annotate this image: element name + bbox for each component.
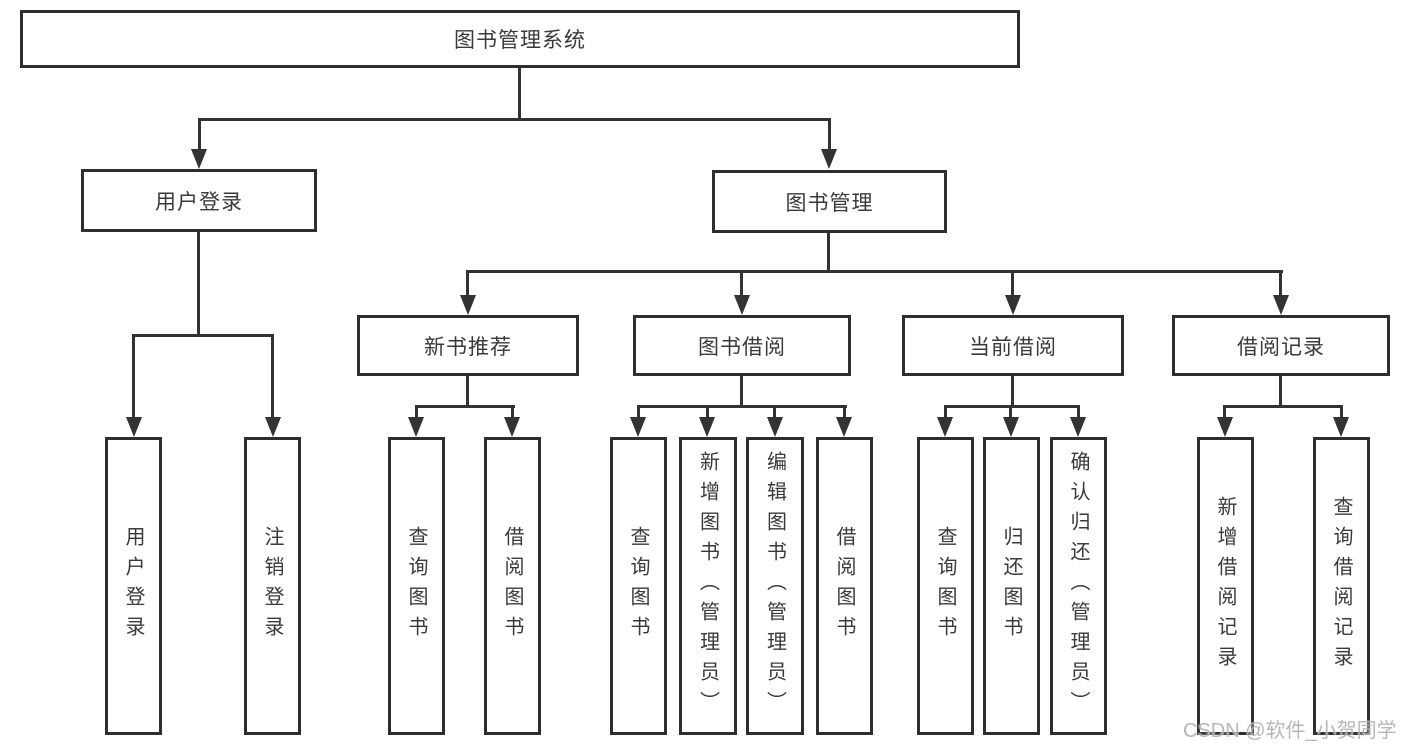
arrow-down-icon [1003, 417, 1019, 437]
connector-drop [1077, 405, 1080, 419]
leaf-query-books-borrowing: 查询图书 [610, 437, 667, 735]
connector-drop-leaf-logout [271, 334, 274, 419]
connector-drop-book-borrowing [740, 270, 743, 297]
leaf-query-books-current: 查询图书 [917, 437, 974, 735]
connector-new-book-stem [466, 376, 469, 407]
leaf-label: 借阅图书 [501, 526, 523, 646]
connector-drop-book-management [828, 118, 831, 154]
leaf-query-books-recommend: 查询图书 [388, 437, 445, 735]
leaf-label: 查询借阅记录 [1330, 496, 1352, 676]
arrow-down-icon [191, 149, 207, 169]
connector-current-borrowing-stem [1011, 376, 1014, 407]
arrow-down-icon [1273, 295, 1289, 315]
arrow-down-icon [126, 417, 142, 437]
watermark-text: CSDN @软件_小贺同学 [1183, 720, 1397, 742]
arrow-down-icon [460, 295, 476, 315]
connector-drop [1340, 405, 1343, 419]
leaf-logout: 注销登录 [244, 437, 301, 735]
arrow-down-icon [767, 417, 783, 437]
connector-drop [637, 405, 640, 419]
connector-drop [843, 405, 846, 419]
arrow-down-icon [504, 417, 520, 437]
connector-drop-leaf-user-login [132, 334, 135, 419]
arrow-down-icon [836, 417, 852, 437]
node-current-borrowing: 当前借阅 [902, 315, 1124, 376]
leaf-add-borrow-record: 新增借阅记录 [1197, 437, 1254, 735]
arrow-down-icon [630, 417, 646, 437]
connector-current-borrowing-bar [944, 405, 1080, 408]
connector-borrowing-records-stem [1279, 376, 1282, 407]
leaf-label: 新增借阅记录 [1214, 496, 1236, 676]
leaf-label: 查询图书 [405, 526, 427, 646]
node-book-management: 图书管理 [712, 170, 947, 233]
arrow-down-icon [937, 417, 953, 437]
arrow-down-icon [408, 417, 424, 437]
leaf-label: 借阅图书 [833, 526, 855, 646]
connector-drop-borrowing-records [1279, 270, 1282, 297]
connector-drop [944, 405, 947, 419]
leaf-label: 用户登录 [122, 526, 144, 646]
connector-book-borrowing-bar [637, 405, 847, 408]
connector-new-book-bar [415, 405, 515, 408]
connector-root-bar [198, 118, 831, 121]
connector-drop [1223, 405, 1226, 419]
node-library-management-system: 图书管理系统 [20, 10, 1020, 68]
leaf-query-borrow-record: 查询借阅记录 [1313, 437, 1370, 735]
node-user-login: 用户登录 [81, 169, 317, 232]
leaf-label: 查询图书 [627, 526, 649, 646]
connector-book-management-stem [827, 233, 830, 272]
connector-root-stem [518, 68, 521, 120]
node-book-borrowing: 图书借阅 [633, 315, 851, 376]
leaf-label: 归还图书 [1000, 526, 1022, 646]
connector-drop [1009, 405, 1012, 419]
connector-book-management-bar [466, 270, 1283, 273]
arrow-down-icon [699, 417, 715, 437]
leaf-borrow-books-borrowing: 借阅图书 [816, 437, 873, 735]
node-new-book-recommendation: 新书推荐 [357, 315, 579, 376]
connector-drop [706, 405, 709, 419]
leaf-edit-book-admin: 编辑图书（管理员） [746, 437, 804, 735]
leaf-label: 编辑图书（管理员） [763, 451, 786, 721]
node-borrowing-records: 借阅记录 [1172, 315, 1390, 376]
leaf-label: 新增图书（管理员） [696, 451, 719, 721]
leaf-confirm-return-admin: 确认归还（管理员） [1050, 437, 1107, 735]
arrow-down-icon [821, 149, 837, 169]
connector-borrowing-records-bar [1224, 405, 1343, 408]
leaf-label: 注销登录 [261, 526, 283, 646]
arrow-down-icon [1333, 417, 1349, 437]
arrow-down-icon [734, 295, 750, 315]
connector-user-login-bar [132, 334, 274, 337]
leaf-label: 查询图书 [934, 526, 956, 646]
connector-drop-user-login [198, 118, 201, 154]
connector-drop [773, 405, 776, 419]
connector-book-borrowing-stem [740, 376, 743, 407]
arrow-down-icon [1217, 417, 1233, 437]
connector-drop [511, 405, 514, 419]
connector-drop-new-book [466, 270, 469, 297]
arrow-down-icon [1005, 295, 1021, 315]
leaf-label: 确认归还（管理员） [1067, 451, 1089, 721]
leaf-borrow-books-recommend: 借阅图书 [484, 437, 541, 735]
arrow-down-icon [1070, 417, 1086, 437]
connector-drop-current-borrowing [1011, 270, 1014, 297]
leaf-user-login: 用户登录 [105, 437, 162, 735]
connector-user-login-stem [197, 232, 200, 336]
arrow-down-icon [265, 417, 281, 437]
leaf-return-book: 归还图书 [983, 437, 1040, 735]
connector-drop [415, 405, 418, 419]
leaf-add-book-admin: 新增图书（管理员） [679, 437, 737, 735]
